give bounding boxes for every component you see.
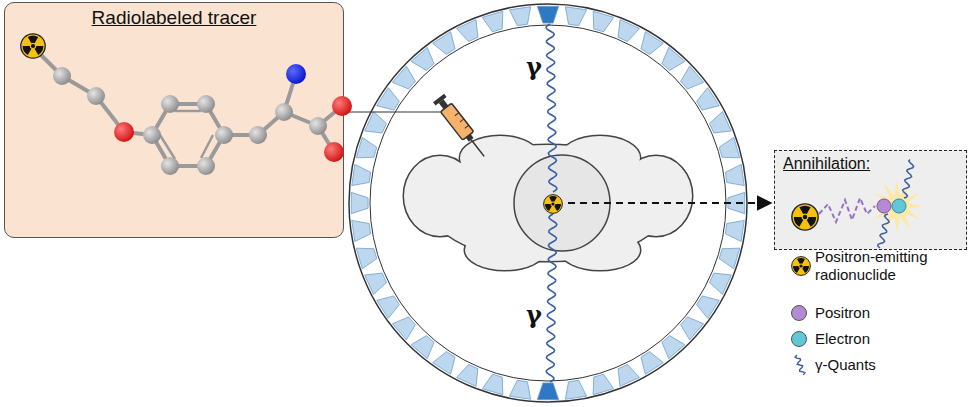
syringe <box>433 94 490 161</box>
leader-line <box>344 111 446 112</box>
legend-entry: Electron <box>791 330 960 348</box>
scanner-ring <box>349 4 747 402</box>
legend-swatch <box>791 331 807 347</box>
gamma-label: γ <box>526 300 542 329</box>
annihilation-illustration <box>792 160 923 248</box>
legend-entry: Positron-emitting radionuclide <box>815 248 960 284</box>
legend-label: Positron <box>815 304 960 322</box>
legend-swatch <box>791 305 807 321</box>
legend-label: Electron <box>815 330 960 348</box>
gamma-label: γ <box>526 52 542 81</box>
annihilation-panel: Annihilation: <box>774 150 967 250</box>
tracer-panel: Radiolabeled tracer <box>4 2 344 238</box>
zoom-arrow <box>568 202 771 204</box>
legend-wave-icon <box>795 355 805 375</box>
tracer-molecule <box>21 34 352 175</box>
panel-heading: Radiolabeled tracer <box>15 7 333 29</box>
legend-entry: γ-Quants <box>815 356 960 374</box>
patient-outline <box>404 136 692 270</box>
legend-radionuclide-icon <box>792 257 811 276</box>
panel-heading: Annihilation: <box>783 155 958 173</box>
legend-entry: Positron <box>791 304 960 322</box>
source-icon <box>544 195 563 214</box>
legend-label: γ-Quants <box>815 356 960 374</box>
legend-label: Positron-emitting radionuclide <box>815 248 960 284</box>
